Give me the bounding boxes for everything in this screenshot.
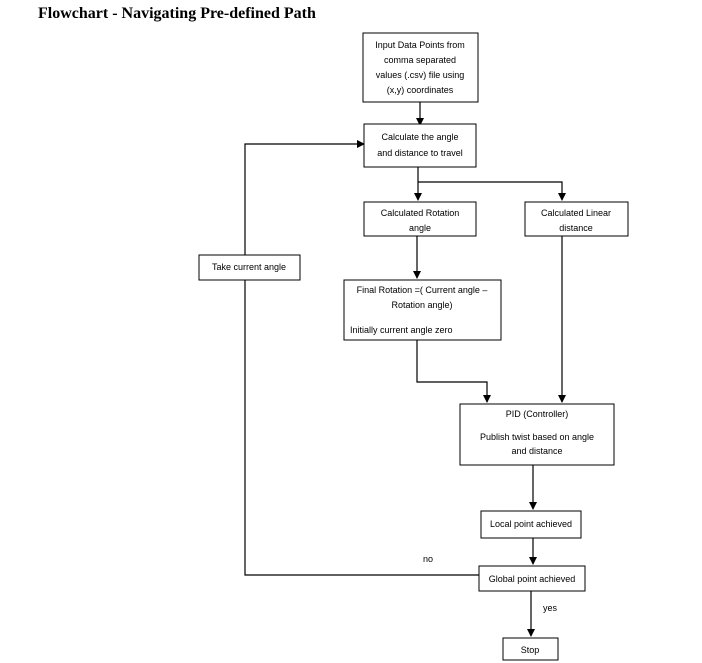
node-calc-line-1: Calculate the angle: [381, 132, 458, 142]
node-calc-line-2: and distance to travel: [377, 148, 463, 158]
node-take-current-angle: Take current angle: [198, 254, 301, 281]
node-input-data-points: Input Data Points from comma separated v…: [362, 32, 479, 103]
node-local-point-achieved: Local point achieved: [480, 510, 582, 539]
node-pid-line-1: PID (Controller): [506, 409, 569, 419]
node-final-rotation: Final Rotation =( Current angle – Rotati…: [343, 279, 502, 341]
node-linear-line-1: Calculated Linear: [541, 208, 611, 218]
arrow-calc-to-linear: [418, 181, 566, 201]
node-pid-controller: PID (Controller) Publish twist based on …: [459, 403, 615, 466]
diagram-title: Flowchart - Navigating Pre-defined Path: [38, 5, 316, 22]
arrow-no-loop: [244, 140, 479, 576]
arrow-final-to-pid: [416, 340, 491, 403]
node-input-line-4: (x,y) coordinates: [387, 85, 454, 95]
node-calculate-angle-distance: Calculate the angle and distance to trav…: [363, 123, 477, 168]
node-final-line-1: Final Rotation =( Current angle –: [357, 285, 488, 295]
node-calculated-linear-distance: Calculated Linear distance: [524, 201, 629, 237]
node-local-line-1: Local point achieved: [490, 519, 572, 529]
node-rotation-line-2: angle: [409, 223, 431, 233]
node-input-line-1: Input Data Points from: [375, 40, 465, 50]
edge-label-yes: yes: [543, 603, 558, 613]
node-final-line-2: Rotation angle): [391, 300, 452, 310]
node-pid-line-2: Publish twist based on angle: [480, 432, 594, 442]
node-pid-line-3: and distance: [511, 446, 562, 456]
node-take-line-1: Take current angle: [212, 262, 286, 272]
edge-label-no: no: [423, 554, 433, 564]
node-stop: Stop: [502, 637, 559, 661]
node-rotation-line-1: Calculated Rotation: [381, 208, 460, 218]
node-input-line-2: comma separated: [384, 55, 456, 65]
node-linear-line-2: distance: [559, 223, 593, 233]
node-final-line-3: Initially current angle zero: [350, 325, 453, 335]
connectors: [244, 102, 566, 637]
node-global-line-1: Global point achieved: [489, 574, 576, 584]
node-stop-line-1: Stop: [521, 645, 540, 655]
node-input-line-3: values (.csv) file using: [376, 70, 465, 80]
node-calculated-rotation-angle: Calculated Rotation angle: [363, 201, 477, 237]
node-global-point-achieved: Global point achieved: [478, 565, 586, 592]
